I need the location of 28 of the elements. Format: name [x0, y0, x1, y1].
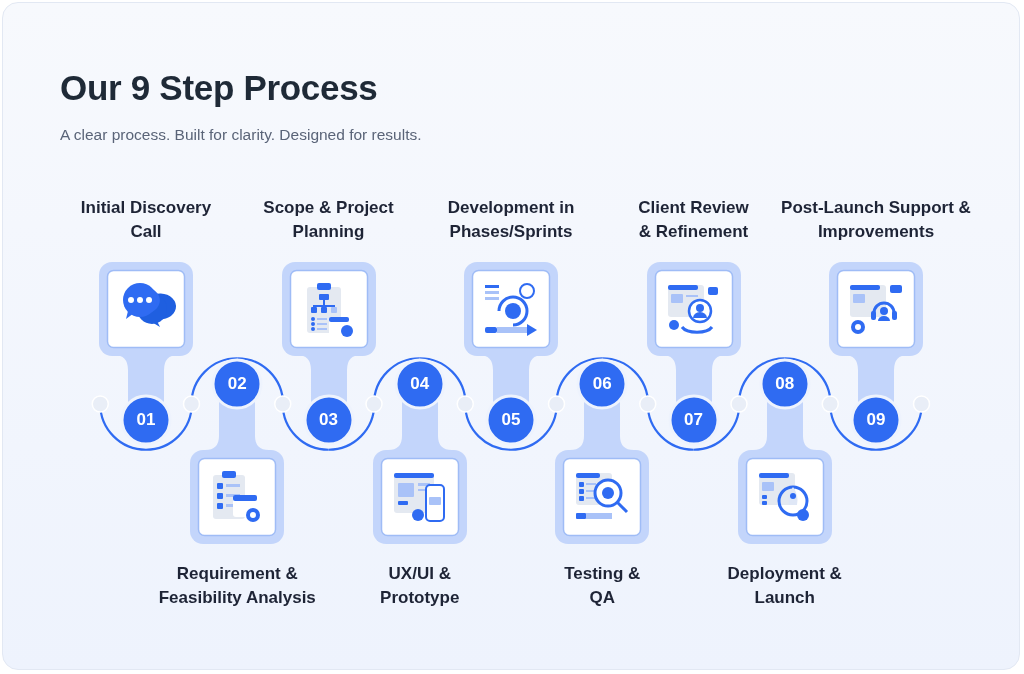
step-number: 08 — [774, 374, 796, 394]
step-title: Testing & QA — [563, 563, 642, 609]
step-number: 01 — [135, 410, 157, 430]
connector-line — [328, 357, 420, 451]
connector-line — [784, 357, 877, 451]
connector-line — [145, 357, 238, 451]
step-title: UX/UI & Prototype — [379, 563, 461, 609]
step-title: Requirement & Feasibility Analysis — [157, 563, 317, 609]
step-number: 05 — [500, 410, 522, 430]
step-title: Post-Launch Support & Improvements — [780, 197, 972, 243]
step-number: 06 — [591, 374, 613, 394]
step-title: Scope & Project Planning — [262, 197, 395, 243]
connector-line — [602, 357, 694, 451]
connector-line — [419, 357, 512, 451]
connector-line — [510, 357, 603, 451]
connector-line — [693, 357, 785, 451]
step-number: 03 — [318, 410, 339, 430]
step-title: Development in Phases/Sprints — [446, 197, 576, 243]
connector-line — [237, 357, 329, 451]
step-title: Deployment & Launch — [726, 563, 843, 609]
step-number: 02 — [226, 374, 248, 394]
step-number: 04 — [409, 374, 431, 394]
subtitle: A clear process. Built for clarity. Designed for results. — [60, 126, 422, 144]
step-number: 09 — [865, 410, 887, 430]
step-title: Initial Discovery Call — [79, 197, 213, 243]
heading: Our 9 Step Process — [60, 68, 378, 108]
step-number: 07 — [683, 410, 704, 430]
step-title: Client Review & Refinement — [637, 197, 750, 243]
